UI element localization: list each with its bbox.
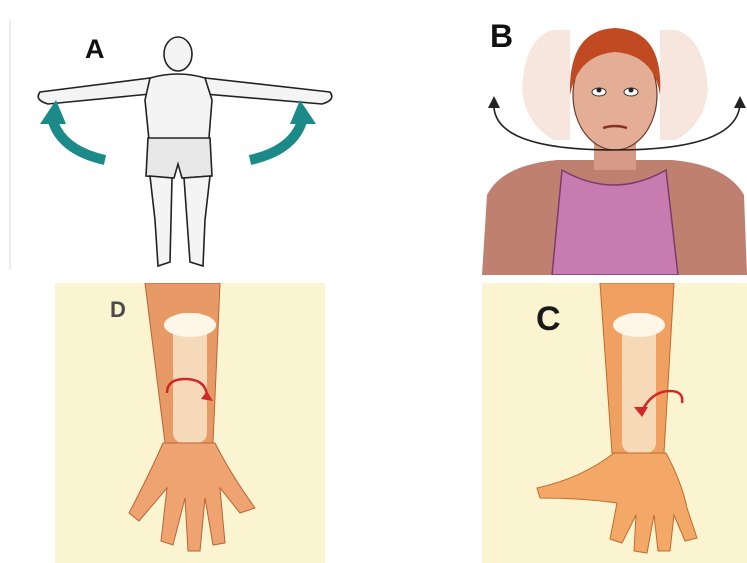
ghost-profile-right bbox=[660, 30, 708, 140]
ghost-profile-left bbox=[522, 30, 570, 140]
right-leg bbox=[184, 176, 210, 266]
arc-arrow-left bbox=[488, 96, 500, 108]
panel-c-label: C bbox=[536, 300, 562, 339]
panel-d-label: D bbox=[110, 297, 127, 323]
panel-b-head-rotation bbox=[482, 0, 747, 275]
arc-arrow-right bbox=[734, 96, 746, 108]
panel-c-forearm-supination bbox=[482, 283, 747, 563]
forearm-d-illustration bbox=[55, 283, 325, 563]
figure-illustration bbox=[0, 0, 356, 275]
elbow-joint bbox=[613, 313, 665, 337]
shorts bbox=[146, 138, 212, 178]
right-arm bbox=[205, 78, 332, 104]
left-leg bbox=[150, 176, 172, 266]
right-curved-arrow bbox=[250, 118, 303, 160]
panel-d-forearm-pronation bbox=[55, 283, 325, 563]
hand bbox=[129, 443, 255, 551]
left-curved-arrow bbox=[52, 118, 105, 160]
panel-b-label: B bbox=[490, 18, 514, 55]
left-arm bbox=[38, 78, 150, 104]
forearm-c-illustration bbox=[482, 283, 747, 563]
hand bbox=[537, 453, 697, 553]
tank-top bbox=[552, 170, 678, 275]
panel-a-arm-abduction bbox=[0, 0, 356, 275]
head-rotation-illustration bbox=[482, 0, 747, 275]
panel-a-label: A bbox=[85, 34, 106, 65]
elbow-joint bbox=[164, 313, 216, 337]
head bbox=[164, 37, 192, 71]
